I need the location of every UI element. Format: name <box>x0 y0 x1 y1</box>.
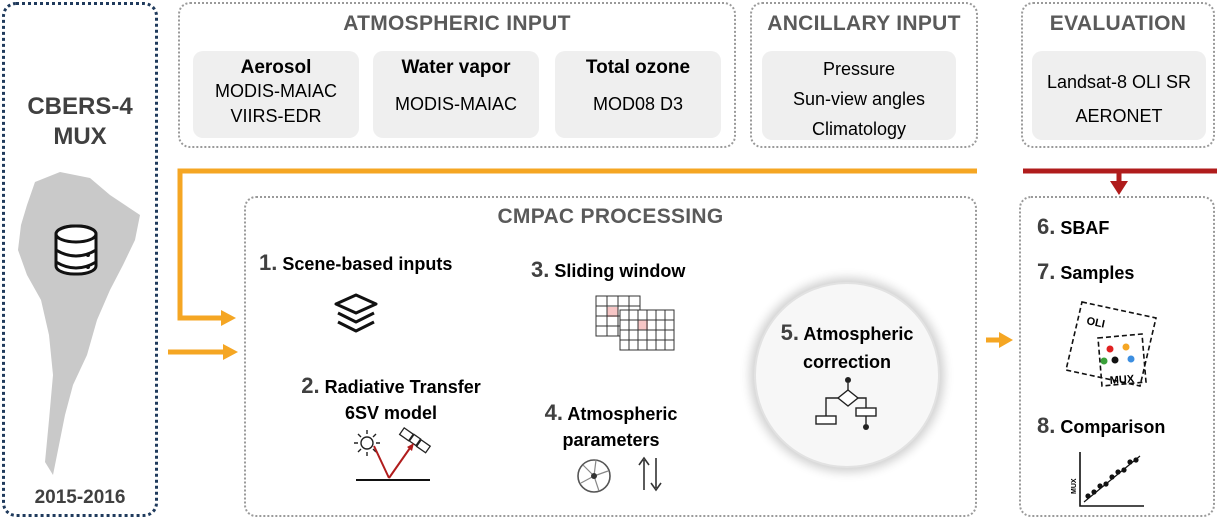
step6-text: SBAF <box>1060 218 1110 238</box>
samples-overlay-icon: OLI MUX <box>1065 301 1157 387</box>
step2-number: 2. <box>301 373 320 398</box>
step4-text-line2: parameters <box>562 430 660 450</box>
satellite-period: 2015-2016 <box>34 487 126 508</box>
step8-label: 8. Comparison <box>1037 413 1165 440</box>
red-arrowhead <box>1110 181 1128 195</box>
sample-dot-black <box>1111 356 1119 364</box>
cmpac-processing-title: CMPAC PROCESSING <box>497 205 724 228</box>
evaluation-card: Landsat-8 OLI SR AERONET <box>1032 51 1206 140</box>
sample-dot-blue <box>1127 355 1135 363</box>
scatter-plot-icon: MUX <box>1071 452 1144 507</box>
step1-number: 1. <box>259 250 278 275</box>
satellite-name: CBERS-4 MUX <box>2 92 158 152</box>
water-vapor-line1: MODIS-MAIAC <box>394 94 517 114</box>
water-vapor-card: Water vapor MODIS-MAIAC <box>373 51 539 138</box>
total-ozone-title: Total ozone <box>585 57 691 78</box>
radiative-transfer-diagram <box>356 443 430 481</box>
ancillary-line1: Pressure <box>822 59 896 79</box>
ancillary-line3: Climatology <box>811 119 907 139</box>
sample-dot-green <box>1100 357 1108 365</box>
flowchart-icon <box>815 377 877 430</box>
sample-dot-orange <box>1122 343 1130 351</box>
step5-label: 5. Atmospheric correction <box>754 319 940 376</box>
total-ozone-line1: MOD08 D3 <box>592 94 684 114</box>
orange-connector-top <box>177 168 977 321</box>
satellite-icon <box>398 426 432 454</box>
layers-icon <box>334 293 378 333</box>
evaluation-line2: AERONET <box>1075 106 1163 126</box>
step8-number: 8. <box>1037 413 1056 438</box>
step6-label: 6. SBAF <box>1037 214 1109 241</box>
evaluation-steps-panel <box>1019 196 1215 517</box>
fisheye-icon <box>577 459 611 493</box>
oli-label: OLI <box>1085 315 1105 331</box>
database-icon <box>54 224 98 276</box>
ancillary-input-title: ANCILLARY INPUT <box>767 12 961 35</box>
sun-icon <box>354 430 380 456</box>
water-vapor-title: Water vapor <box>401 57 511 78</box>
step4-label: 4. Atmospheric parameters <box>516 400 706 453</box>
step2-text-line1: Radiative Transfer <box>324 377 481 397</box>
atmospheric-input-title: ATMOSPHERIC INPUT <box>343 12 571 35</box>
step7-label: 7. Samples <box>1037 259 1134 286</box>
grid-icon <box>595 295 675 351</box>
ancillary-card: Pressure Sun-view angles Climatology <box>762 51 956 140</box>
step2-label: 2. Radiative Transfer 6SV model <box>276 373 506 426</box>
satellite-name-line1: CBERS-4 <box>27 93 133 120</box>
sample-dot-red <box>1106 345 1114 353</box>
aerosol-card: Aerosol MODIS-MAIAC VIIRS-EDR <box>193 51 359 138</box>
aerosol-line1: MODIS-MAIAC <box>214 81 337 101</box>
step7-text: Samples <box>1060 263 1135 283</box>
orange-arrowhead-1 <box>221 310 236 326</box>
orange-arrowhead-3 <box>999 332 1013 348</box>
south-america-map-icon <box>18 172 140 475</box>
step6-number: 6. <box>1037 214 1056 239</box>
step4-number: 4. <box>544 400 563 425</box>
step3-number: 3. <box>531 257 550 282</box>
total-ozone-card: Total ozone MOD08 D3 <box>555 51 721 138</box>
step5-text-line1: Atmospheric <box>803 324 914 344</box>
ancillary-line2: Sun-view angles <box>792 89 926 109</box>
aerosol-line2: VIIRS-EDR <box>230 106 322 126</box>
step5-text-line2: correction <box>802 352 892 372</box>
step1-text: Scene-based inputs <box>282 254 453 274</box>
satellite-name-line2: MUX <box>53 123 107 150</box>
step8-text: Comparison <box>1060 417 1166 437</box>
step2-text-line2: 6SV model <box>344 403 438 423</box>
aerosol-title: Aerosol <box>240 57 312 78</box>
step4-text-line1: Atmospheric <box>567 404 678 424</box>
orange-arrowhead-2 <box>223 344 238 360</box>
step7-number: 7. <box>1037 259 1056 284</box>
evaluation-line1: Landsat-8 OLI SR <box>1046 72 1192 92</box>
up-down-arrows-icon <box>638 456 662 492</box>
step5-circle <box>754 282 940 468</box>
step1-label: 1. Scene-based inputs <box>259 250 452 277</box>
step3-label: 3. Sliding window <box>531 257 685 284</box>
mux-sample-label: MUX <box>1109 373 1135 387</box>
evaluation-title: EVALUATION <box>1049 12 1187 35</box>
scatter-axis-label: MUX <box>1071 478 1078 494</box>
step5-number: 5. <box>780 320 799 345</box>
step3-text: Sliding window <box>554 261 686 281</box>
